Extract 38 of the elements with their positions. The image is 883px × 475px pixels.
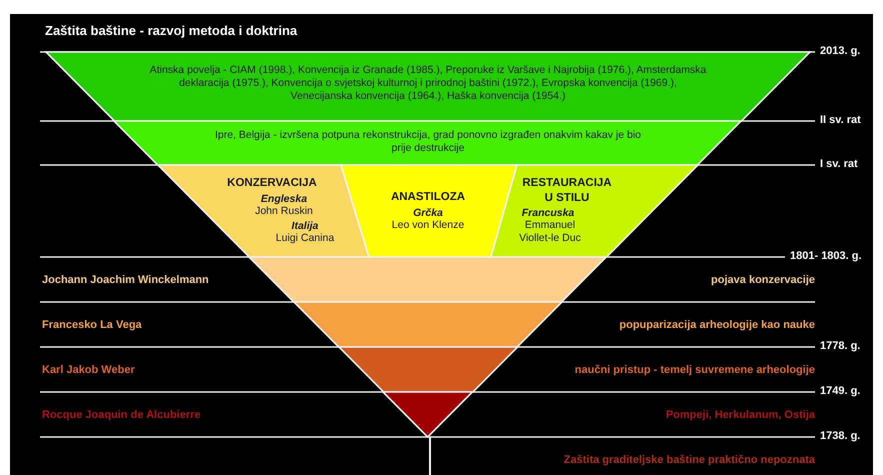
side-note: popuparizacija arheologije kao nauke — [619, 319, 815, 332]
method-heading: ANASTILOZA — [390, 190, 466, 205]
pyramid-segment — [158, 165, 369, 257]
method-heading: RESTAURACIJA U STILU — [521, 176, 613, 206]
pyramid-band — [294, 302, 562, 347]
method-heading: KONZERVACIJA — [226, 176, 318, 191]
person-name: Rocque Joaquin de Alcubierre — [42, 409, 201, 422]
person-name: Jochann Joachim Winckelmann — [42, 274, 209, 287]
country-name: Grčka — [412, 207, 444, 220]
side-note: pojava konzervacije — [711, 274, 815, 287]
person-name: Emmanuel Viollet-le Duc — [518, 219, 582, 245]
country-name: Engleska — [260, 193, 308, 206]
diagram-title: Zaštita baštine - razvoj metoda i doktrina — [45, 24, 298, 37]
person-name: Luigi Canina — [274, 232, 336, 245]
person-name: Karl Jakob Weber — [42, 364, 135, 377]
band-text: Ipre, Belgija - izvršena potpuna rekonstrukcija, grad ponovno izgrađen onakvim kakav je bio prije destrukcije — [214, 129, 642, 155]
period-label: I sv. rat — [820, 158, 858, 171]
year-label: 2013. g. — [820, 45, 860, 58]
person-name: Leo von Klenze — [390, 219, 466, 232]
pyramid-segment — [341, 165, 517, 257]
pyramid-tip — [383, 392, 473, 437]
side-note: Zaštita graditeljske baštine praktično nepoznata — [564, 454, 815, 467]
person-name: Francesko La Vega — [42, 319, 142, 332]
year-label: 1738. g. — [820, 430, 860, 443]
pyramid-band — [114, 121, 742, 165]
year-label: 1749. g. — [820, 385, 860, 398]
pyramid-band — [338, 347, 518, 392]
country-name: Italija — [290, 220, 320, 233]
band-text: Atinska povelja - CIAM (1998.), Konvencija iz Granade (1985.), Preporuke iz Varšave i Najrobija (1976.), Amsterdamska deklaracija (1975.), Konvencija o svjetskoj kulturnoj i prirodnoj baštini (1972.), Evropska konvencija (1969.), Venecijanska konvencija (1964.), Haška konvencija (1954.) — [148, 64, 708, 103]
year-label: 1778. g. — [820, 340, 860, 353]
pyramid-band — [46, 52, 810, 121]
period-label: II sv. rat — [820, 114, 861, 127]
pyramid-segment — [491, 165, 698, 257]
side-note: naučni pristup - temelj suvremene arheologije — [574, 364, 815, 377]
person-name: John Ruskin — [254, 205, 314, 218]
country-name: Francuska — [520, 207, 576, 220]
side-note: Pompeji, Herkulanum, Ostija — [666, 409, 815, 422]
year-label: 1801- 1803. g. — [790, 250, 862, 263]
